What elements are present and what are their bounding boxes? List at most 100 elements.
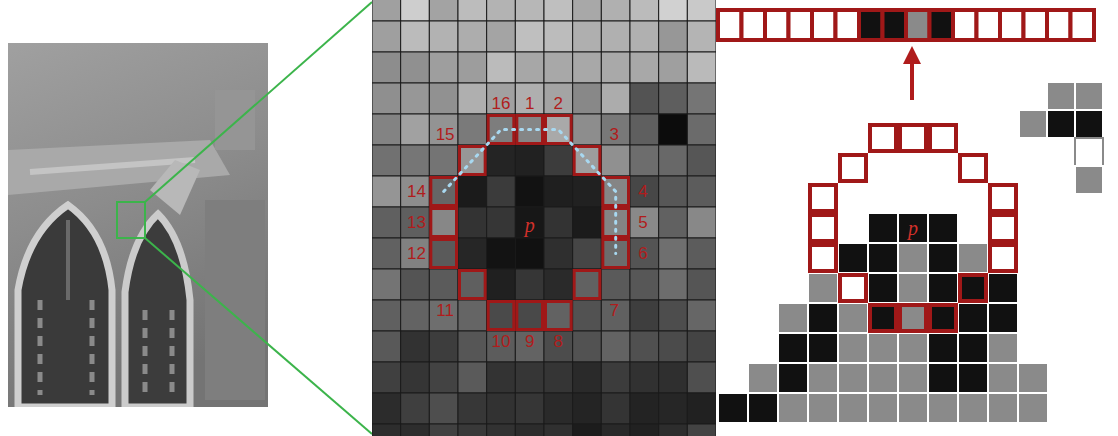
- pixel-cell: [573, 300, 602, 331]
- pixel-cell: [487, 207, 516, 238]
- pixel-cell: [458, 176, 487, 207]
- pixel-cell: [687, 176, 716, 207]
- pixel-cell: [487, 0, 516, 21]
- pixel-cell: [601, 21, 630, 52]
- pixel-cell: [630, 207, 659, 238]
- pixel-cell: [601, 0, 630, 21]
- pixel-cell: [573, 393, 602, 424]
- pixel-cell: [630, 238, 659, 269]
- binary-pixel: [808, 303, 838, 333]
- pixel-cell: [458, 83, 487, 114]
- corner-template-pixel: [1047, 110, 1075, 138]
- pixel-cell: [487, 331, 516, 362]
- pixel-cell: [429, 238, 458, 269]
- pixel-cell: [372, 0, 401, 21]
- contiguous-arc: [444, 130, 616, 254]
- pixel-cell: [372, 331, 401, 362]
- pixel-cell: [659, 238, 688, 269]
- pixel-cell: [401, 238, 430, 269]
- pixel-cell: [487, 300, 516, 331]
- pixel-cell: [687, 83, 716, 114]
- binary-pixel: [988, 333, 1018, 363]
- pixel-cell: [515, 207, 544, 238]
- pixel-cell: [372, 114, 401, 145]
- circle-pixel-outline: [574, 271, 600, 299]
- pixel-cell: [630, 83, 659, 114]
- pixel-cell: [687, 362, 716, 393]
- binary-pixel: [1018, 363, 1048, 393]
- circle-number: 7: [609, 302, 618, 319]
- pixel-cell: [458, 114, 487, 145]
- binary-pixel: [898, 393, 928, 423]
- pixel-cell: [429, 300, 458, 331]
- pixel-cell: [487, 114, 516, 145]
- corner-template-pixel: [1075, 138, 1103, 166]
- photo-ground: [8, 43, 268, 407]
- pixel-cell: [687, 145, 716, 176]
- pixel-cell: [487, 238, 516, 269]
- pixel-cell: [573, 269, 602, 300]
- binary-pixel: [808, 333, 838, 363]
- binary-pixel: [778, 363, 808, 393]
- pixel-cell: [687, 424, 716, 436]
- pixel-cell: [515, 176, 544, 207]
- arch-left: [18, 205, 112, 407]
- binary-pixel: [958, 393, 988, 423]
- feature-vector-cell: [859, 10, 883, 40]
- circle-pixel: [930, 305, 956, 331]
- pixel-cell: [401, 207, 430, 238]
- pixel-cell: [429, 331, 458, 362]
- circle-number: 14: [407, 183, 426, 200]
- pixel-cell: [401, 393, 430, 424]
- pixel-cell: [544, 300, 573, 331]
- pixel-cell: [659, 269, 688, 300]
- circle-pixel: [990, 215, 1016, 241]
- circle-pixel: [900, 305, 926, 331]
- pixel-cell: [601, 424, 630, 436]
- corner-template-pixel: [1075, 110, 1103, 138]
- pixel-cell: [659, 145, 688, 176]
- pixel-cell: [515, 424, 544, 436]
- pixel-cell: [458, 269, 487, 300]
- binary-pixel: [868, 393, 898, 423]
- binary-pixel: [958, 363, 988, 393]
- circle-pixel: [960, 155, 986, 181]
- pixel-cell: [573, 0, 602, 21]
- pixel-cell: [544, 207, 573, 238]
- circle-pixel-outline: [431, 209, 457, 237]
- pixel-cell: [458, 21, 487, 52]
- pixel-cell: [544, 21, 573, 52]
- binary-pixel: [958, 333, 988, 363]
- pixel-cell: [429, 424, 458, 436]
- pixel-cell: [458, 331, 487, 362]
- circle-number: 9: [525, 333, 534, 350]
- pixel-cell: [573, 424, 602, 436]
- photo: [8, 43, 268, 407]
- pixel-cell: [515, 331, 544, 362]
- pixel-cell: [687, 21, 716, 52]
- pixel-cell: [429, 145, 458, 176]
- pixel-cell: [401, 83, 430, 114]
- pixel-cell: [601, 393, 630, 424]
- center-pixel-label: p: [908, 218, 918, 238]
- binary-pixel: [988, 273, 1018, 303]
- circle-pixel: [990, 185, 1016, 211]
- circle-pixel: [930, 125, 956, 151]
- binary-pixel: [868, 243, 898, 273]
- binary-pixel: [778, 333, 808, 363]
- pixel-cell: [458, 52, 487, 83]
- pixel-cell: [659, 0, 688, 21]
- pixel-cell: [515, 0, 544, 21]
- pixel-cell: [515, 362, 544, 393]
- pixel-cell: [659, 393, 688, 424]
- binary-pixel: [838, 243, 868, 273]
- pixel-cell: [429, 21, 458, 52]
- circle-pixel: [900, 125, 926, 151]
- pixel-cell: [401, 362, 430, 393]
- pixel-cell: [401, 424, 430, 436]
- pixel-cell: [573, 83, 602, 114]
- pixel-cell: [659, 300, 688, 331]
- feature-vector-cell: [836, 10, 860, 40]
- pixel-cell: [429, 207, 458, 238]
- binary-pixel: [838, 333, 868, 363]
